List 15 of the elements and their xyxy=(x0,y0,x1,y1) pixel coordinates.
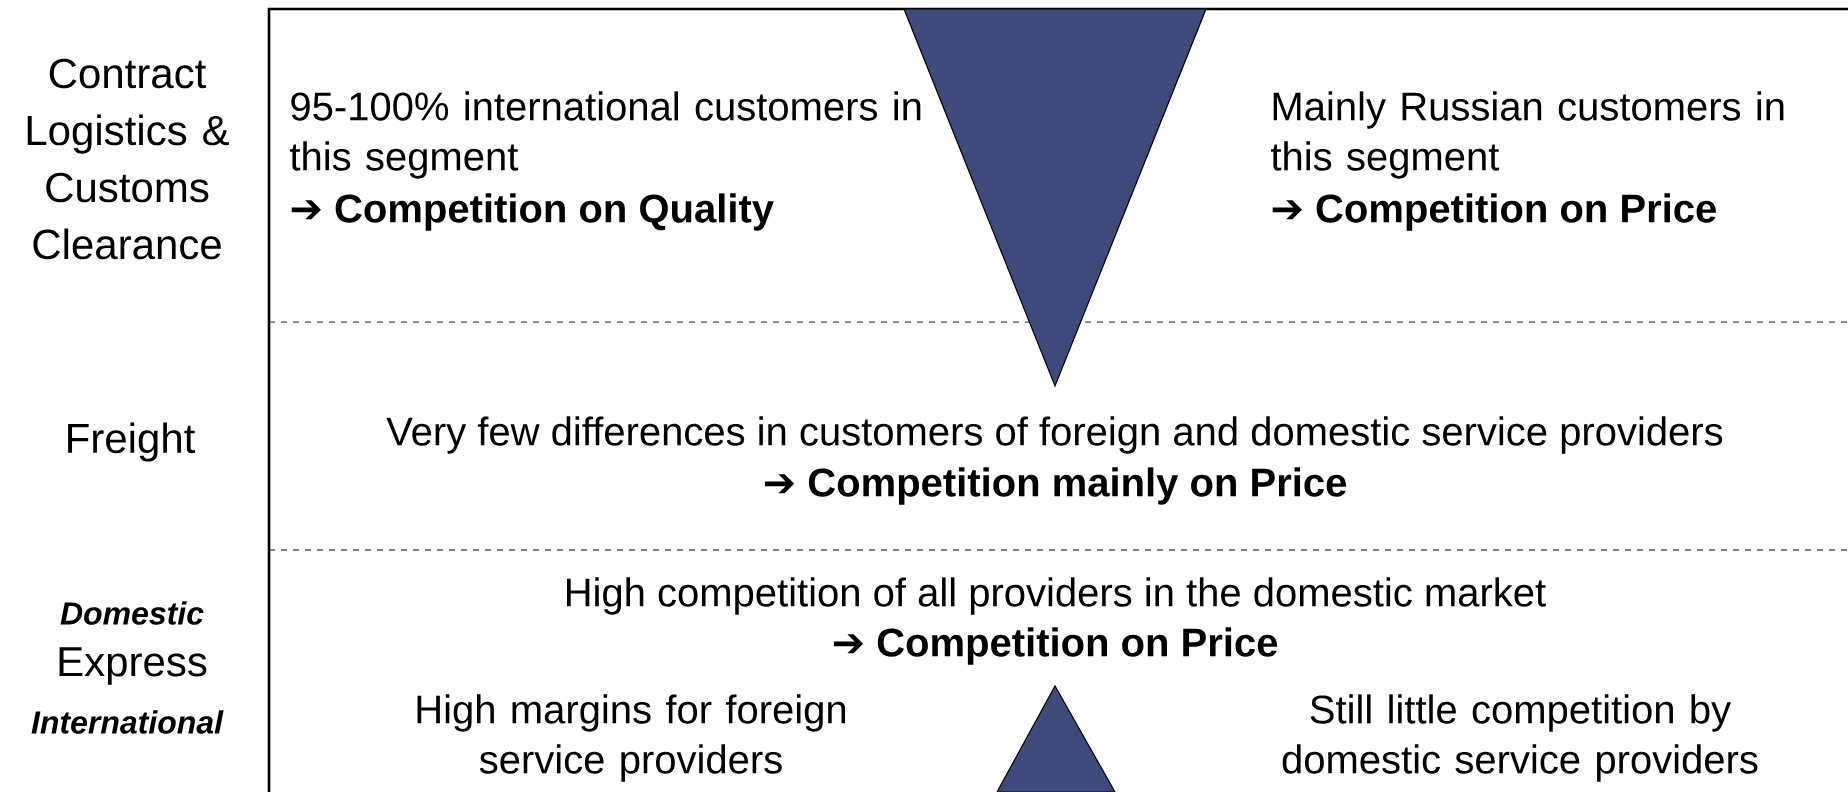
cell-text: 95-100% international customers in this segment xyxy=(290,91,921,179)
cell-text: ➔ Competition on Quality xyxy=(291,193,774,231)
cell-text: Mainly Russian customers in this segment xyxy=(1271,91,1784,179)
row-label: International xyxy=(31,710,224,734)
row-label: Contract Logistics & Customs Clearance xyxy=(27,58,229,260)
cell-text: ➔ Competition mainly on Price xyxy=(764,467,1346,505)
row-label: Domestic xyxy=(60,601,204,625)
row-label: Freight xyxy=(68,422,196,462)
cell-text: ➔ Competition on Price xyxy=(1272,193,1716,231)
cell-text: Still little competition by domestic service providers xyxy=(1282,694,1758,782)
cell-text: Very few differences in customers of foreign and domestic service providers xyxy=(386,416,1723,454)
cell-text: ➔ Competition on Price xyxy=(833,627,1278,665)
cell-text: High competition of all providers in the domestic market xyxy=(567,577,1546,615)
row-label: Express xyxy=(59,647,207,685)
cell-text: High margins for foreign service providers xyxy=(417,694,846,782)
